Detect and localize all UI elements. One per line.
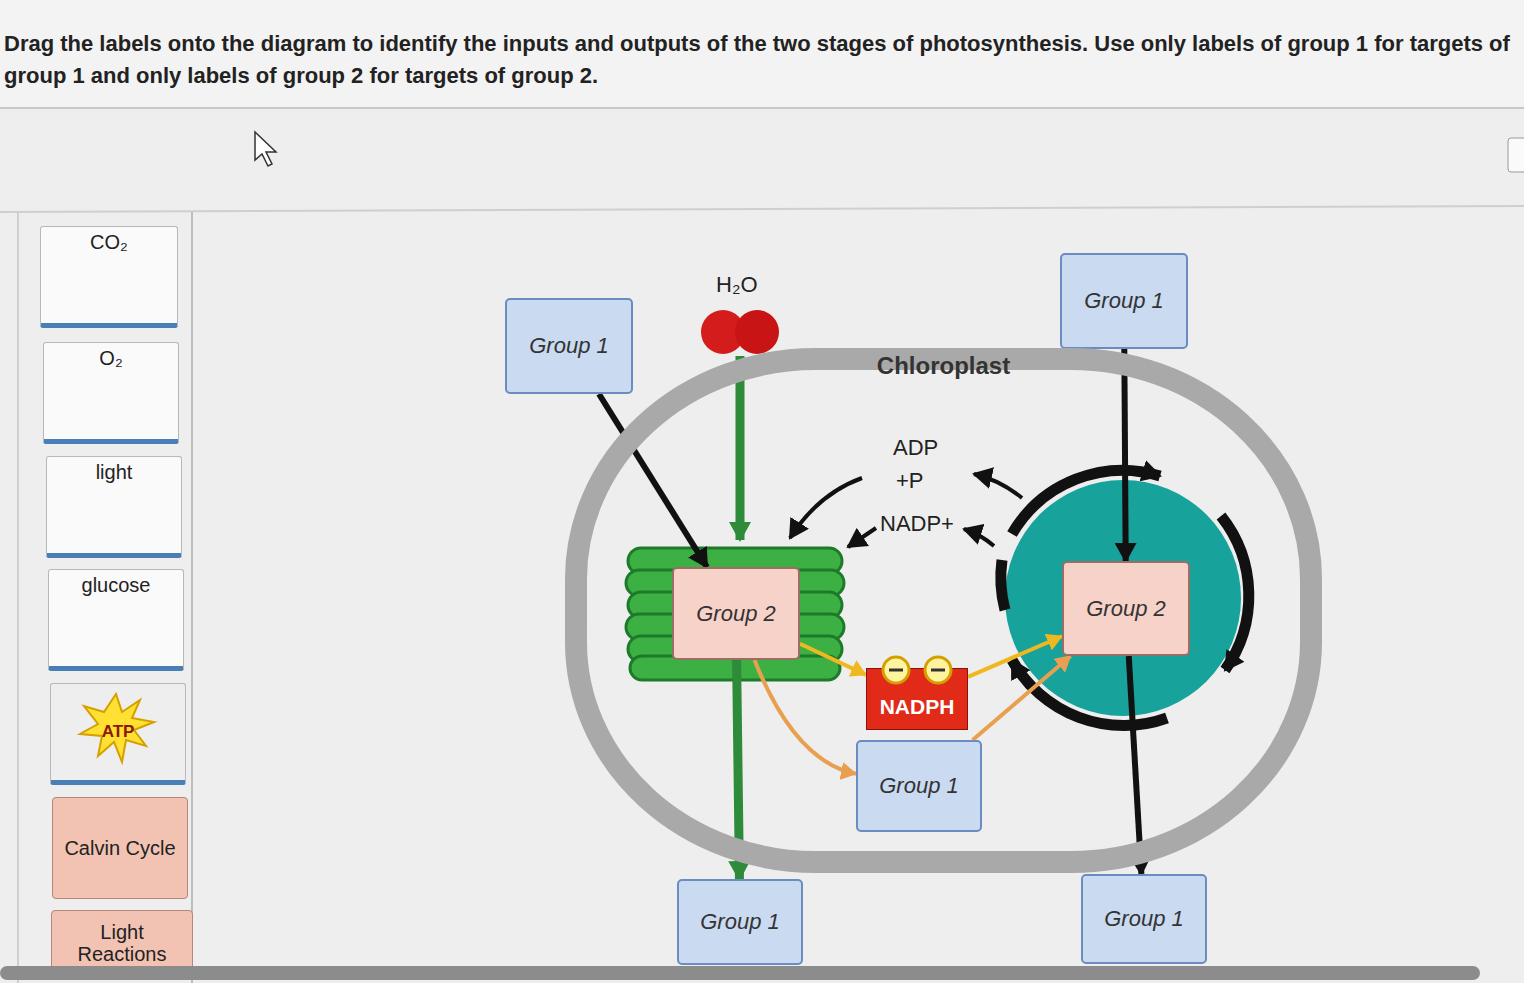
node-text: Calvin Cycle xyxy=(64,837,175,859)
instruction-title: Drag the labels onto the diagram to iden… xyxy=(4,28,1512,92)
node-text: Group 1 xyxy=(1104,906,1184,932)
node-text: ATP xyxy=(102,722,135,742)
side-button xyxy=(1508,138,1524,172)
electron-pair xyxy=(883,657,951,683)
diagram-label: NADP+ xyxy=(880,511,954,537)
h2o-atom xyxy=(735,310,779,354)
node-text: Group 1 xyxy=(1084,288,1164,314)
nadph-box: NADPH xyxy=(866,668,968,730)
divider xyxy=(0,107,1524,109)
panel-edge xyxy=(17,212,19,983)
flow-arrow xyxy=(1124,349,1125,561)
flow-arrow xyxy=(754,660,856,774)
node-text: CO₂ xyxy=(90,231,128,254)
node-text: light xyxy=(96,461,133,484)
diagram-label: H₂O xyxy=(716,272,758,298)
drop-target: Group 1 xyxy=(1081,874,1207,964)
panel-edge xyxy=(191,212,193,983)
label-tile: Calvin Cycle xyxy=(52,797,188,899)
drop-target: Group 1 xyxy=(856,740,982,832)
label-tile: Light Reactions xyxy=(51,910,193,976)
label-tile: O₂ xyxy=(43,342,179,444)
node-text: Chloroplast xyxy=(877,352,1010,380)
node-text: Group 1 xyxy=(700,909,780,935)
node-text: Group 2 xyxy=(696,601,776,627)
diagram-label: +P xyxy=(896,468,924,494)
node-text: Light Reactions xyxy=(56,921,188,965)
node-text: glucose xyxy=(82,574,151,597)
drop-target: Group 1 xyxy=(677,879,803,965)
drop-target: Group 1 xyxy=(1060,253,1188,349)
label-tile: light xyxy=(46,456,182,558)
node-text: NADPH xyxy=(880,695,955,719)
drop-target: Group 2 xyxy=(1062,561,1190,656)
flow-arrow xyxy=(1129,656,1142,874)
drop-target: Group 2 xyxy=(672,567,800,660)
mouse-cursor xyxy=(255,132,276,166)
header-ground xyxy=(0,0,1524,108)
panel-edge xyxy=(0,206,1524,212)
node-text: Group 1 xyxy=(879,773,959,799)
label-tile: glucose xyxy=(48,569,184,671)
node-text: Group 1 xyxy=(529,333,609,359)
flow-arrow xyxy=(968,636,1062,677)
flow-arrow xyxy=(800,644,866,675)
atp-star xyxy=(80,694,154,762)
diagram-label: ADP xyxy=(893,435,938,461)
node-text: O₂ xyxy=(99,347,122,370)
node-text: Group 2 xyxy=(1086,596,1166,622)
water-arrow xyxy=(736,356,745,540)
scrollbar xyxy=(0,966,1480,980)
label-tile: CO₂ xyxy=(40,226,178,328)
drop-target: Group 1 xyxy=(505,298,633,394)
chloroplast-outline: ChloroplastGroup 2 NADPH Group 2 Group 1 xyxy=(565,348,1322,873)
label-tile: ATP xyxy=(50,683,186,785)
